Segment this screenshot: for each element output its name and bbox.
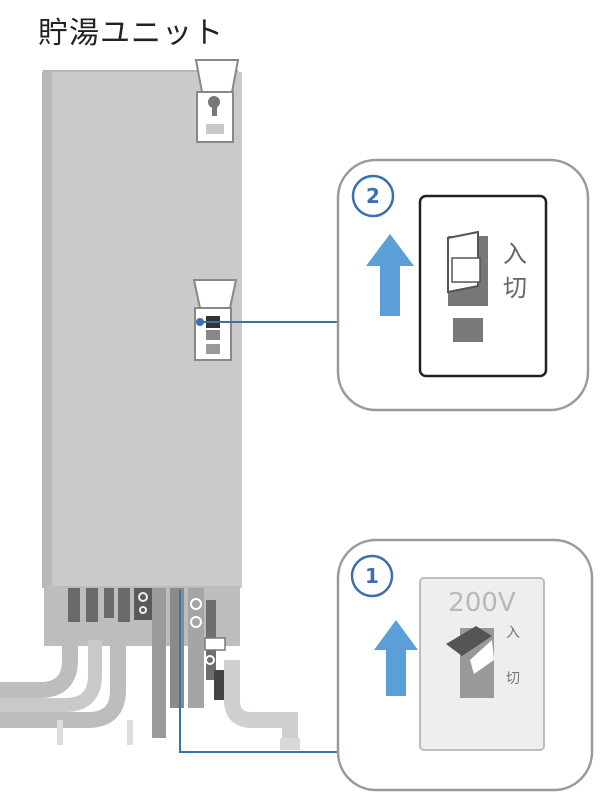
middle-switch-cover: [192, 279, 238, 361]
number-circle-1: [350, 554, 394, 598]
switch-off-label-2: 切: [503, 274, 527, 302]
indicator-light: [453, 318, 483, 342]
callout-number-2: 2: [366, 184, 380, 208]
pipes: [0, 588, 300, 750]
leader-dot-2: [196, 318, 204, 326]
top-switch-cover: [194, 59, 240, 143]
callout-2: 2 入 切: [336, 158, 590, 412]
voltage-label: 200V: [448, 588, 516, 618]
arrow-up-icon: [366, 234, 414, 316]
switch-off-label-1: 切: [506, 671, 520, 687]
breaker-switch-icon: [446, 626, 494, 698]
toggle-switch-icon: [447, 230, 488, 306]
switch-on-label-1: 入: [506, 625, 520, 641]
leader-line-1: [179, 590, 338, 753]
arrow-up-icon: [374, 620, 418, 696]
switch-on-label-2: 入: [503, 240, 527, 268]
diagram-title: 貯湯ユニット: [38, 16, 224, 51]
callout-1: 1 200V 入 切: [336, 538, 594, 792]
leader-lines: [179, 318, 338, 753]
callout-number-1: 1: [365, 564, 379, 588]
number-circle-2: [351, 174, 395, 218]
